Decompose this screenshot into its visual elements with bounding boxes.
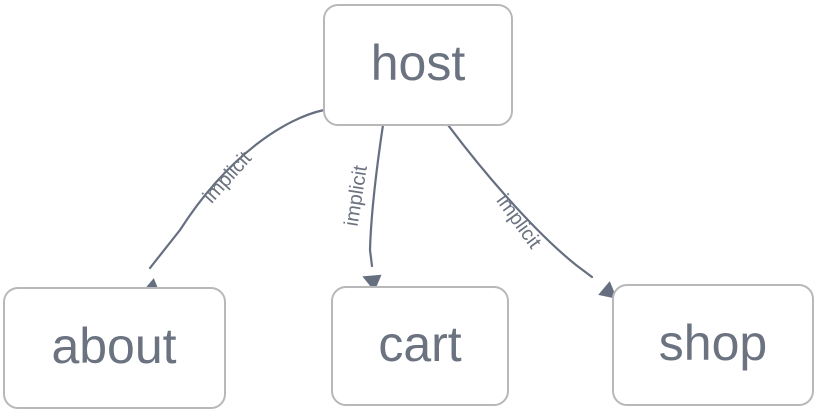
- arrowhead-triangle: [598, 281, 618, 299]
- node-cart-label: cart: [378, 316, 461, 372]
- node-about[interactable]: about: [3, 287, 226, 409]
- edge-label-host-about: implicit: [199, 147, 257, 207]
- node-cart[interactable]: cart: [331, 286, 509, 406]
- edge-path-host-cart: [368, 123, 385, 268]
- edge-host-about[interactable]: implicit: [142, 108, 326, 303]
- node-about-label: about: [51, 318, 176, 374]
- arrowhead-triangle: [362, 274, 382, 292]
- node-host-label: host: [371, 35, 466, 91]
- edge-arrowhead-host-cart: [362, 274, 382, 292]
- edge-path-host-shop: [446, 123, 594, 279]
- node-shop-label: shop: [659, 315, 767, 371]
- node-about-box[interactable]: [3, 287, 226, 409]
- edge-label-host-shop: implicit: [492, 190, 546, 253]
- node-shop[interactable]: shop: [612, 284, 814, 406]
- node-shop-box[interactable]: [612, 284, 814, 406]
- edge-host-shop[interactable]: implicit: [446, 123, 623, 306]
- node-host[interactable]: host: [323, 4, 513, 126]
- edge-label-host-cart: implicit: [341, 164, 372, 228]
- node-host-box[interactable]: [323, 4, 513, 126]
- edge-path-host-about: [148, 108, 326, 270]
- edge-arrowhead-host-shop: [598, 281, 618, 299]
- node-cart-box[interactable]: [331, 286, 509, 406]
- edge-host-cart[interactable]: implicit: [341, 123, 385, 292]
